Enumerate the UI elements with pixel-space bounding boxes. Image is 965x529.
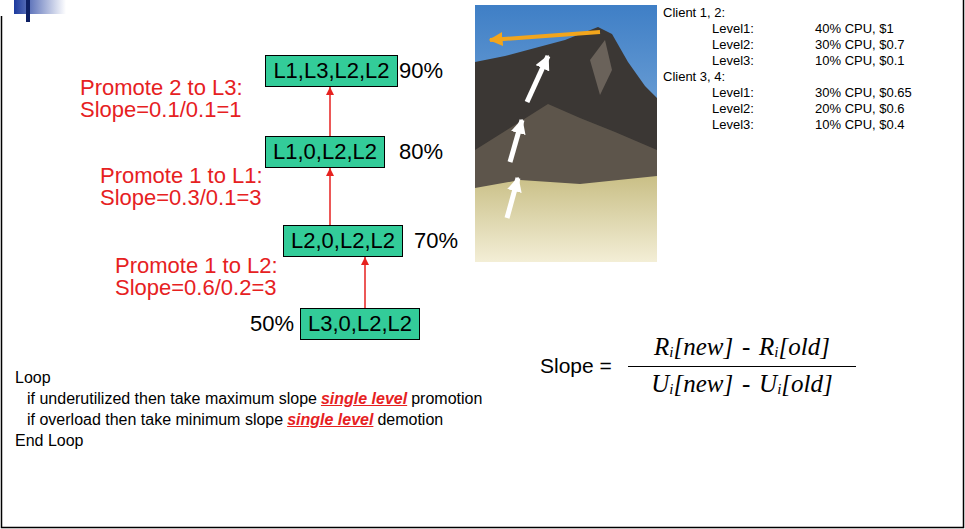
state-box: L3,0,L2,L2: [300, 308, 420, 340]
emphasis-text: single level: [321, 390, 407, 407]
text-line: End Loop: [15, 431, 84, 451]
table-cell: Level2:: [712, 101, 754, 116]
text-line: 50%: [250, 311, 294, 337]
text-line: Level1:: [712, 85, 754, 100]
table-cell: Level1:: [712, 21, 754, 36]
climb-arrow: [507, 178, 518, 218]
fraction-bar: [628, 366, 856, 367]
formula-term: [new]: [674, 370, 734, 397]
state-percent: 80%: [399, 139, 443, 164]
loop-keyword: Loop: [15, 369, 51, 386]
edge-label-box: Promote 1 to L2: Slope=0.6/0.2=3: [115, 255, 293, 299]
promotion-label: Promote 2 to L3: Slope=0.1/0.1=1: [80, 75, 243, 122]
table-cell: Level2:: [712, 37, 754, 52]
promotion-label: Promote 1 to L1: Slope=0.3/0.1=3: [100, 163, 263, 210]
climb-arrow: [527, 56, 548, 102]
promotion-arrow: [329, 87, 331, 136]
text-line: Client 1, 2:: [663, 5, 725, 20]
table-cell: 40% CPU, $1: [815, 21, 894, 36]
formula-term: U: [651, 370, 669, 397]
state-percent: 90%: [399, 58, 443, 83]
text-line: Client 3, 4:: [663, 69, 725, 84]
edge-label-box: Promote 1 to L1: Slope=0.3/0.1=3: [100, 165, 278, 209]
table-cell: Client 1, 2:: [663, 5, 725, 20]
formula-term: -: [742, 333, 750, 360]
text-line: 20% CPU, $0.6: [815, 101, 905, 116]
table-cell: 10% CPU, $0.4: [815, 117, 905, 132]
note-text: if overload then take minimum slope: [27, 411, 283, 428]
mountain-photo: [475, 5, 657, 262]
note-text: promotion: [411, 390, 482, 407]
state-box: L2,0,L2,L2: [283, 225, 403, 257]
text-line: Level2:: [712, 37, 754, 52]
note-text: demotion: [377, 411, 443, 428]
table-cell: 10% CPU, $0.1: [815, 53, 905, 68]
formula-label: Slope =: [540, 354, 612, 377]
state-percent: 70%: [414, 228, 458, 253]
state-text: L1,0,L2,L2: [266, 137, 384, 167]
corner-tab: [14, 0, 66, 14]
formula-term: R: [654, 333, 669, 360]
photo-field: [475, 176, 657, 262]
state-text: L1,L3,L2,L2: [266, 56, 397, 86]
table-cell: Level3:: [712, 117, 754, 132]
text-line: Ui[new]-Ui[old]: [651, 370, 832, 403]
text-line: Level3:: [712, 117, 754, 132]
text-line: 10% CPU, $0.4: [815, 117, 905, 132]
promotion-label: Promote 1 to L2: Slope=0.6/0.2=3: [115, 253, 278, 300]
text-line: 90%: [399, 58, 443, 84]
formula-term: i: [669, 381, 673, 397]
loop-keyword: End Loop: [15, 432, 84, 449]
text-line: Loop: [15, 368, 51, 388]
text-line: Ri[new]-Ri[old]: [654, 333, 830, 366]
state-text: L3,0,L2,L2: [301, 309, 419, 339]
text-line: Level3:: [712, 53, 754, 68]
formula-term: i: [669, 344, 673, 360]
emphasis-text: single level: [287, 411, 373, 428]
table-cell: Level3:: [712, 53, 754, 68]
text-line: Level1:: [712, 21, 754, 36]
table-cell: 30% CPU, $0.65: [815, 85, 912, 100]
text-line: if overload then take minimum slopesingl…: [27, 410, 443, 430]
text-line: Level2:: [712, 101, 754, 116]
text-line: if underutilized then take maximum slope…: [27, 389, 482, 409]
state-box: L1,L3,L2,L2: [265, 55, 398, 87]
corner-bar: [26, 0, 30, 22]
text-line: 40% CPU, $1: [815, 21, 894, 36]
photo-sky: [475, 5, 657, 262]
formula-term: [old]: [781, 370, 832, 397]
state-box: L1,0,L2,L2: [265, 136, 385, 168]
table-cell: Client 3, 4:: [663, 69, 725, 84]
formula-term: U: [759, 370, 777, 397]
table-cell: Level1:: [712, 85, 754, 100]
text-line: 70%: [414, 228, 458, 254]
photo-ridge: [590, 40, 612, 95]
promotion-arrow: [329, 168, 331, 225]
peak-arrow: [490, 32, 600, 40]
state-percent: 50%: [250, 311, 294, 336]
table-cell: 20% CPU, $0.6: [815, 101, 905, 116]
formula-term: i: [777, 381, 781, 397]
formula-term: i: [774, 344, 778, 360]
text-line: 80%: [399, 139, 443, 165]
edge-label-box: Promote 2 to L3: Slope=0.1/0.1=1: [80, 77, 258, 121]
state-text: L2,0,L2,L2: [284, 226, 402, 256]
table-cell: 30% CPU, $0.7: [815, 37, 905, 52]
text-line: Slope =: [540, 354, 612, 378]
formula-term: R: [759, 333, 774, 360]
text-line: 30% CPU, $0.7: [815, 37, 905, 52]
photo-mountain: [475, 27, 657, 205]
formula-term: [new]: [674, 333, 734, 360]
text-line: 30% CPU, $0.65: [815, 85, 912, 100]
formula-term: [old]: [779, 333, 830, 360]
text-line: 10% CPU, $0.1: [815, 53, 905, 68]
climb-arrow: [510, 120, 522, 162]
note-text: if underutilized then take maximum slope: [27, 390, 317, 407]
promotion-arrow: [364, 257, 366, 308]
formula-term: -: [742, 370, 750, 397]
